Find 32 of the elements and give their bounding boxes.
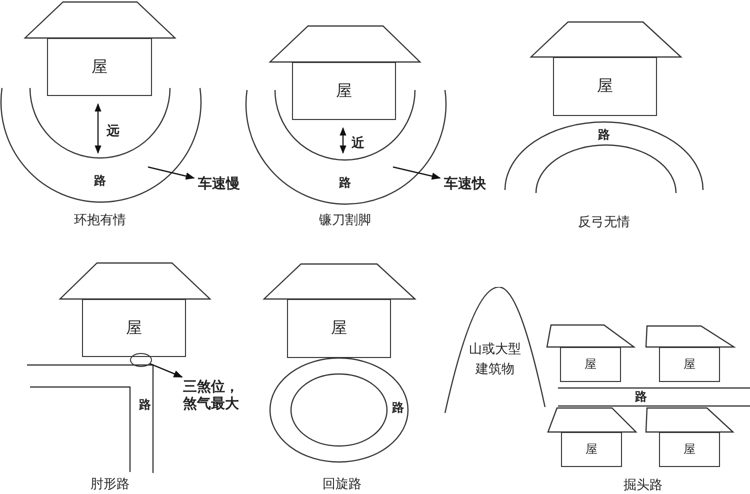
house-box: 屋	[560, 347, 621, 382]
road-label: 路	[94, 172, 106, 190]
house-box: 屋	[659, 432, 720, 467]
caption: 肘形路	[90, 476, 130, 493]
callout-text: 三煞位，煞气最大	[178, 378, 244, 414]
road-label: 路	[635, 388, 647, 406]
caption: 镰刀割脚	[319, 212, 371, 229]
road-label: 路	[339, 174, 351, 192]
house-box: 屋	[561, 432, 622, 467]
callout-text: 车速慢	[194, 174, 244, 194]
road-label: 路	[598, 126, 610, 144]
road-label: 路	[139, 396, 151, 414]
caption: 回旋路	[322, 476, 362, 493]
distance-label: 近	[352, 135, 364, 152]
house-box: 屋	[292, 62, 396, 120]
house-box: 屋	[287, 299, 391, 358]
road-label: 路	[392, 400, 404, 416]
house-box: 屋	[47, 38, 152, 96]
house-box: 屋	[82, 299, 186, 357]
caption: 掘头路	[624, 477, 662, 494]
arrow	[150, 363, 183, 378]
arrow	[392, 166, 441, 180]
arrow	[148, 166, 195, 180]
mountain-shape	[444, 287, 546, 413]
ellipse-marker	[130, 353, 152, 367]
callout-text: 车速快	[440, 174, 490, 194]
mountain-label: 山或大型建筑物	[468, 341, 522, 379]
caption: 环抱有情	[74, 212, 126, 229]
distance-label: 远	[106, 123, 120, 140]
house-box: 屋	[659, 347, 720, 382]
house-box: 屋	[553, 57, 657, 116]
caption: 反弓无情	[578, 214, 630, 231]
